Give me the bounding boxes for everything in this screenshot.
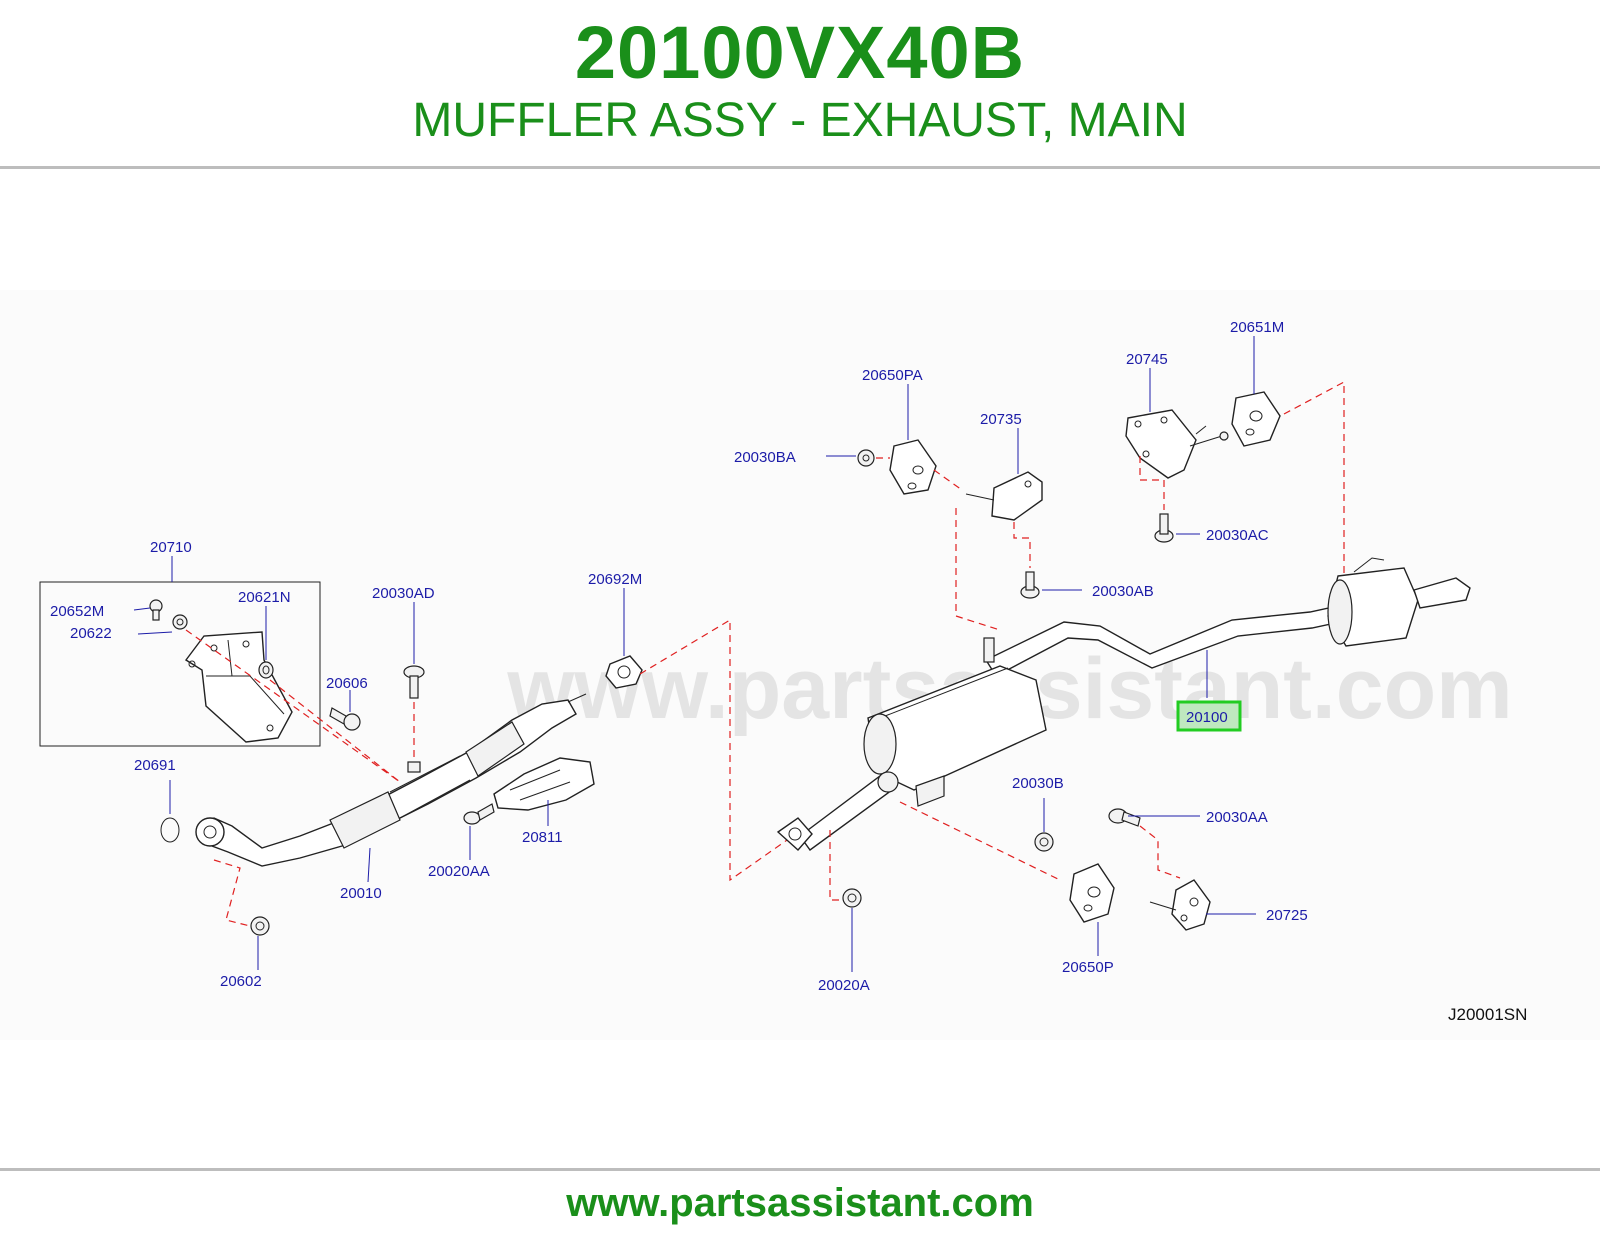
callout-20735[interactable]: 20735 — [980, 411, 1022, 428]
callout-20606[interactable]: 20606 — [326, 675, 368, 692]
callout-20030AA[interactable]: 20030AA — [1206, 809, 1268, 826]
callout-20622[interactable]: 20622 — [70, 625, 112, 642]
o-ring-20691 — [160, 817, 180, 843]
bracket-part-20710 — [184, 631, 293, 743]
footer-divider — [0, 1168, 1600, 1171]
header-divider — [0, 166, 1600, 169]
callout-20030B[interactable]: 20030B — [1012, 775, 1064, 792]
rubber-hanger-20650P — [1069, 863, 1115, 923]
callout-20691[interactable]: 20691 — [134, 757, 176, 774]
nut-20602 — [250, 916, 270, 936]
callout-20602[interactable]: 20602 — [220, 973, 262, 990]
drawing-code: J20001SN — [1448, 1005, 1527, 1024]
callout-20652M[interactable]: 20652M — [50, 603, 104, 620]
bracket-20735 — [965, 471, 1043, 521]
part-description: MUFFLER ASSY - EXHAUST, MAIN — [412, 94, 1188, 147]
callout-20745[interactable]: 20745 — [1126, 351, 1168, 368]
nut-20622 — [172, 614, 188, 630]
nut-20020A — [842, 888, 862, 908]
bolt-20030AD — [403, 665, 425, 699]
main-muffler-20100 — [776, 557, 1471, 851]
bolt-20606 — [329, 707, 361, 731]
bolt-20030AB — [1020, 571, 1040, 599]
bracket-assembly-box — [39, 581, 321, 747]
callout-20725[interactable]: 20725 — [1266, 907, 1308, 924]
callout-20010[interactable]: 20010 — [340, 885, 382, 902]
callout-20030AC[interactable]: 20030AC — [1206, 527, 1269, 544]
rubber-hanger-20651M — [1231, 391, 1281, 447]
diagram-svg: www.partsassistant.com 20710 20652M 2062… — [39, 319, 1527, 1024]
grommet-20621N — [258, 661, 274, 679]
exploded-parts-diagram: www.partsassistant.com 20710 20652M 2062… — [0, 170, 1600, 1166]
callout-20710[interactable]: 20710 — [150, 539, 192, 556]
gasket-20692M — [605, 655, 643, 689]
nut-20030B — [1034, 832, 1054, 852]
nut-20030BA — [857, 449, 875, 467]
callout-20650PA[interactable]: 20650PA — [862, 367, 923, 384]
callout-20020AA[interactable]: 20020AA — [428, 863, 490, 880]
callout-20621N[interactable]: 20621N — [238, 589, 291, 606]
bolt-20020AA — [463, 803, 495, 825]
bracket-20725 — [1149, 879, 1211, 931]
heat-insulator-20811 — [493, 757, 595, 811]
callout-20692M[interactable]: 20692M — [588, 571, 642, 588]
callout-20030AD[interactable]: 20030AD — [372, 585, 435, 602]
bolt-20652M — [149, 599, 163, 621]
callout-20030AB[interactable]: 20030AB — [1092, 583, 1154, 600]
callout-20650P[interactable]: 20650P — [1062, 959, 1114, 976]
footer-url-link[interactable]: www.partsassistant.com — [566, 1181, 1034, 1225]
front-tube-catalyst-20010 — [195, 693, 587, 867]
rubber-hanger-20650PA — [889, 439, 937, 495]
callout-20651M[interactable]: 20651M — [1230, 319, 1284, 336]
bolt-20030AC — [1154, 513, 1174, 543]
callout-20811[interactable]: 20811 — [522, 829, 563, 846]
header: 20100VX40B MUFFLER ASSY - EXHAUST, MAIN — [0, 0, 1600, 168]
callout-20020A[interactable]: 20020A — [818, 977, 870, 994]
bolt-20030AA — [1108, 808, 1141, 827]
bracket-20745 — [1125, 409, 1229, 479]
part-number-title: 20100VX40B — [574, 11, 1026, 94]
callout-20100[interactable]: 20100 — [1186, 709, 1228, 726]
highlight-box-20100[interactable] — [1176, 700, 1242, 732]
callout-20030BA[interactable]: 20030BA — [734, 449, 796, 466]
